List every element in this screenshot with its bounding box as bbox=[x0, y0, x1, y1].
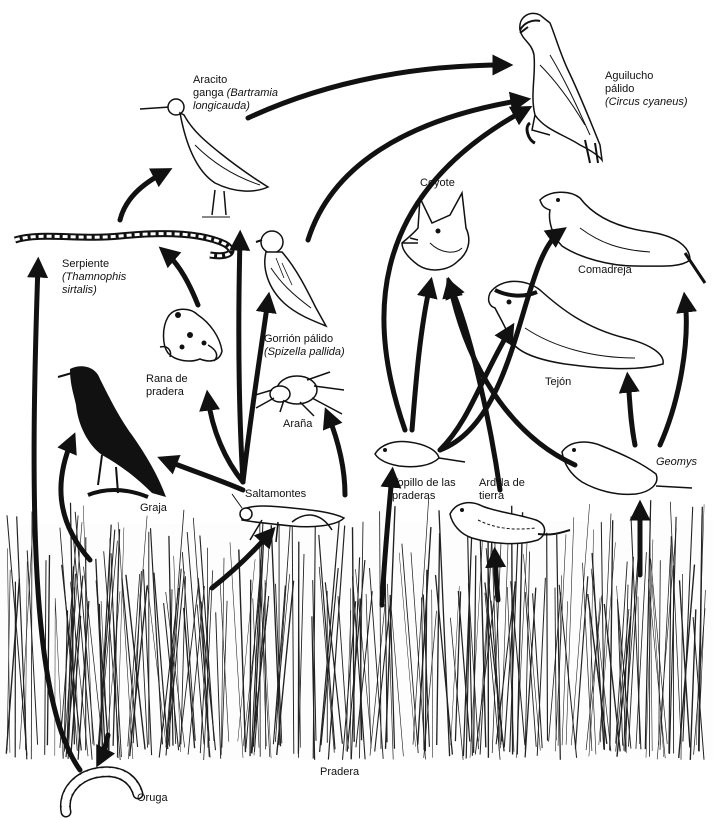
label-graja: Graja bbox=[140, 502, 167, 515]
label-pradera-name: Pradera bbox=[320, 766, 359, 778]
arrow-rana-to-serpiente bbox=[165, 252, 198, 305]
label-rana: Rana de pradera bbox=[146, 373, 188, 399]
label-serpiente-name: Serpiente bbox=[62, 258, 126, 271]
label-topillo-name-2: praderas bbox=[392, 490, 456, 503]
arrow-geomys-to-comadreja bbox=[660, 300, 686, 445]
label-oruga-name: Oruga bbox=[137, 792, 168, 804]
label-pradera: Pradera bbox=[320, 766, 359, 779]
caterpillar-illustration bbox=[65, 772, 138, 812]
label-coyote: Coyote bbox=[420, 177, 455, 190]
label-aguilucho-name-2: pálido bbox=[605, 83, 688, 96]
label-aracito-sci-2: longicauda) bbox=[193, 100, 278, 113]
label-aracito-name-1: Aracito bbox=[193, 74, 278, 87]
spider-illustration bbox=[252, 372, 344, 416]
label-rana-name-2: pradera bbox=[146, 386, 188, 399]
frog-illustration bbox=[160, 309, 222, 361]
label-tejon-name: Tejón bbox=[545, 376, 571, 388]
label-arana-name: Araña bbox=[283, 418, 312, 430]
garter-snake-illustration bbox=[15, 234, 231, 256]
label-aracito-sci-1: (Bartramia bbox=[227, 87, 278, 99]
label-arana: Araña bbox=[283, 418, 312, 431]
label-comadreja-name: Comadreja bbox=[578, 264, 632, 276]
arrow-saltamontes-to-aracito bbox=[239, 238, 243, 482]
label-graja-name: Graja bbox=[140, 502, 167, 514]
label-geomys: Geomys bbox=[656, 456, 697, 469]
arrow-pradera-to-ardilla bbox=[495, 555, 498, 600]
label-serpiente-sci-2: sirtalis) bbox=[62, 284, 126, 297]
label-saltamontes: Saltamontes bbox=[245, 488, 306, 501]
label-comadreja: Comadreja bbox=[578, 264, 632, 277]
prairie-grass bbox=[0, 498, 713, 760]
arrow-saltamontes-to-arana bbox=[328, 415, 345, 495]
arrow-topillo-to-coyote bbox=[412, 285, 430, 430]
label-aracito: Aracito ganga (Bartramia longicauda) bbox=[193, 74, 278, 113]
label-gorrion-sci: (Spizella pallida) bbox=[264, 346, 345, 359]
arrow-topillo-to-aguilucho bbox=[384, 110, 525, 430]
label-serpiente-sci-1: (Thamnophis bbox=[62, 271, 126, 284]
arrow-geomys-to-tejon bbox=[628, 380, 635, 445]
label-topillo-name-1: Topillo de las bbox=[392, 477, 456, 490]
label-saltamontes-name: Saltamontes bbox=[245, 488, 306, 500]
label-aguilucho-name-1: Aguilucho bbox=[605, 70, 688, 83]
label-gorrion-name: Gorrión pálido bbox=[264, 333, 345, 346]
arrow-gorrion-to-aguilucho bbox=[308, 100, 523, 240]
coyote-illustration bbox=[402, 193, 469, 270]
label-aguilucho: Aguilucho pálido (Circus cyaneus) bbox=[605, 70, 688, 109]
label-ardilla-name-2: tierra bbox=[479, 490, 525, 503]
badger-illustration bbox=[489, 281, 664, 368]
label-geomys-name: Geomys bbox=[656, 456, 697, 468]
arrow-saltamontes-to-gorrion bbox=[243, 300, 268, 482]
label-topillo: Topillo de las praderas bbox=[392, 477, 456, 503]
label-tejon: Tejón bbox=[545, 376, 571, 389]
label-ardilla: Ardilla de tierra bbox=[479, 477, 525, 503]
label-ardilla-name-1: Ardilla de bbox=[479, 477, 525, 490]
label-oruga: Oruga bbox=[137, 792, 168, 805]
arrow-topillo-to-tejon bbox=[440, 330, 510, 450]
harrier-illustration bbox=[520, 13, 602, 163]
label-coyote-name: Coyote bbox=[420, 177, 455, 189]
label-aracito-name-2: ganga bbox=[193, 87, 224, 99]
label-rana-name-1: Rana de bbox=[146, 373, 188, 386]
label-gorrion: Gorrión pálido (Spizella pallida) bbox=[264, 333, 345, 359]
label-aguilucho-sci: (Circus cyaneus) bbox=[605, 96, 688, 109]
arrow-serpiente-to-aracito bbox=[120, 172, 165, 220]
label-serpiente: Serpiente (Thamnophis sirtalis) bbox=[62, 258, 126, 297]
